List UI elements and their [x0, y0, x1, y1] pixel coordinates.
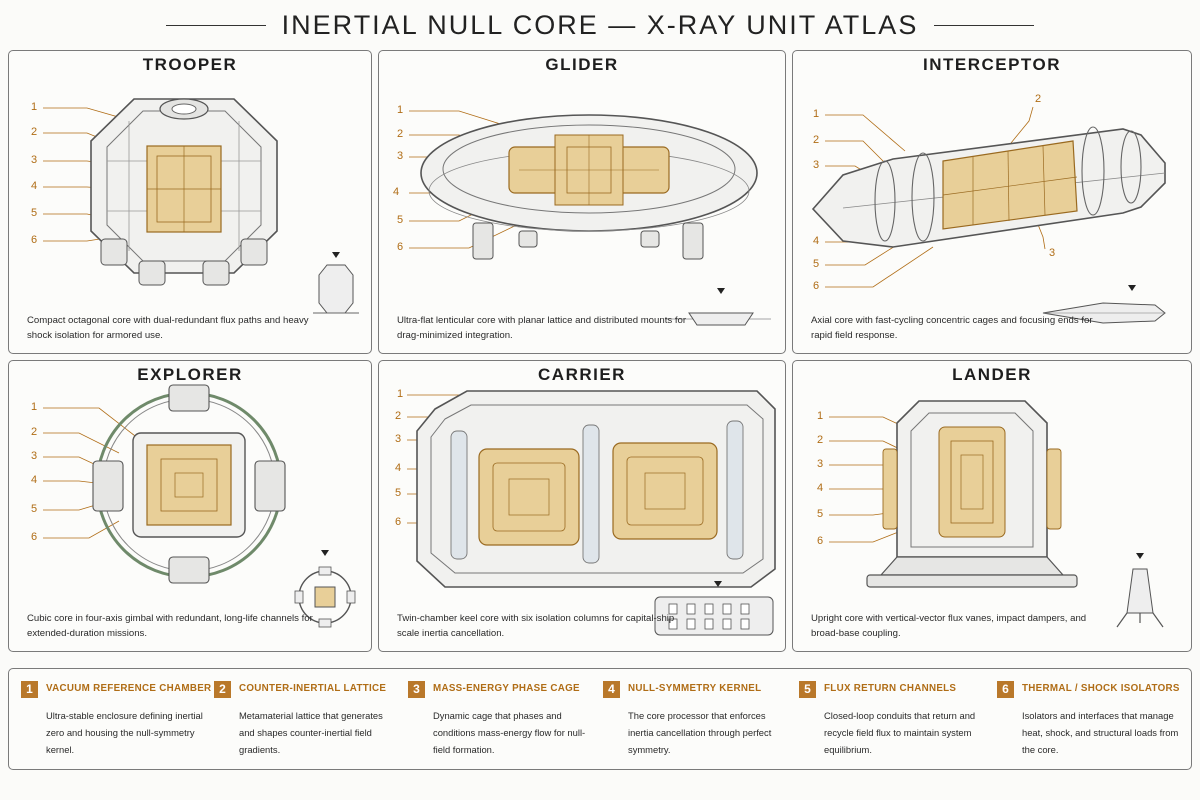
panel-description: Axial core with fast-cycling concentric …: [811, 315, 1093, 341]
callout-6: 6: [395, 516, 402, 528]
legend-number-badge: 4: [603, 681, 620, 698]
title-bar: INERTIAL NULL CORE — X-RAY UNIT ATLAS: [0, 6, 1200, 44]
callout-3-right: 3: [1049, 247, 1056, 259]
legend-title: THERMAL / SHOCK ISOLATORS: [1022, 683, 1180, 694]
callout-2: 2: [817, 434, 824, 446]
callout-1: 1: [817, 410, 824, 422]
legend-number-badge: 3: [408, 681, 425, 698]
panel-description: Compact octagonal core with dual-redunda…: [27, 315, 309, 341]
callout-3: 3: [813, 159, 820, 171]
callout-2: 2: [813, 134, 820, 146]
legend-number-badge: 1: [21, 681, 38, 698]
callout-4: 4: [813, 235, 820, 247]
lander-xray-drawing: [829, 400, 1164, 628]
title-rule-left: [165, 24, 266, 26]
interceptor-xray-drawing: [811, 106, 1166, 324]
callout-5: 5: [817, 508, 824, 520]
callout-2: 2: [31, 426, 38, 438]
callout-5: 5: [397, 214, 404, 226]
legend-title: MASS-ENERGY PHASE CAGE: [433, 683, 580, 694]
panel-carrier: CARRIER 1 2: [378, 360, 786, 652]
callout-3: 3: [31, 450, 38, 462]
panel-description: Ultra-flat lenticular core with planar l…: [397, 315, 687, 341]
callout-4: 4: [31, 474, 38, 486]
panel-lander: LANDER 1 2 3 4 5 6 Upright core with ve: [792, 360, 1192, 652]
panel-title: INTERCEPTOR: [922, 55, 1062, 74]
panel-trooper: TROOPER: [8, 50, 372, 354]
panel-description: Cubic core in four-axis gimbal with redu…: [27, 613, 313, 639]
legend-description: The core processor that enforces inertia…: [628, 710, 772, 755]
callout-2: 2: [395, 410, 402, 422]
callout-5: 5: [395, 487, 402, 499]
glider-xray-drawing: [409, 110, 771, 326]
callout-1: 1: [397, 388, 404, 400]
legend-number-badge: 6: [997, 681, 1014, 698]
legend-title: VACUUM REFERENCE CHAMBER: [46, 683, 212, 694]
callout-4: 4: [393, 186, 400, 198]
callout-1: 1: [397, 104, 404, 116]
legend-description: Closed-loop conduits that return and rec…: [824, 710, 976, 755]
callout-6: 6: [397, 241, 404, 253]
callout-1: 1: [813, 108, 820, 120]
component-legend: 1 VACUUM REFERENCE CHAMBER Ultra-stable …: [8, 668, 1192, 770]
callout-2: 2: [397, 128, 404, 140]
legend-title: COUNTER-INERTIAL LATTICE: [239, 683, 387, 694]
legend-number-badge: 2: [214, 681, 231, 698]
panel-title: CARRIER: [538, 365, 626, 384]
callout-6: 6: [817, 535, 824, 547]
legend-title: NULL-SYMMETRY KERNEL: [628, 683, 762, 694]
callout-6: 6: [31, 531, 38, 543]
callout-4: 4: [817, 482, 824, 494]
callout-3: 3: [395, 433, 402, 445]
title-rule-right: [934, 24, 1035, 26]
legend-description: Metamaterial lattice that generates and …: [239, 710, 383, 755]
callout-5: 5: [31, 207, 38, 219]
explorer-xray-drawing: [43, 384, 356, 628]
legend-title: FLUX RETURN CHANNELS: [824, 683, 957, 694]
legend-description: Isolators and interfaces that manage hea…: [1022, 710, 1179, 755]
callout-2-top: 2: [1035, 93, 1042, 105]
callout-3: 3: [817, 458, 824, 470]
panel-interceptor: INTERCEPTOR: [792, 50, 1192, 354]
legend-description: Ultra-stable enclosure defining inertial…: [46, 710, 203, 755]
legend-number-badge: 5: [799, 681, 816, 698]
callout-6: 6: [813, 280, 820, 292]
callout-1: 1: [31, 401, 38, 413]
panel-title: GLIDER: [545, 55, 619, 74]
callout-5: 5: [813, 258, 820, 270]
callout-6: 6: [31, 234, 38, 246]
callout-3: 3: [397, 150, 404, 162]
panel-title: TROOPER: [142, 55, 238, 74]
callout-1: 1: [31, 101, 38, 113]
legend-description: Dynamic cage that phases and conditions …: [433, 710, 586, 755]
panel-glider: GLIDER 1 2 3 4 5 6: [378, 50, 786, 354]
panel-title: LANDER: [952, 365, 1032, 384]
callout-3: 3: [31, 154, 38, 166]
carrier-xray-drawing: [407, 390, 776, 636]
page-title: INERTIAL NULL CORE — X-RAY UNIT ATLAS: [281, 9, 919, 40]
callout-5: 5: [31, 503, 38, 515]
panel-description: Upright core with vertical-vector flux v…: [811, 613, 1087, 639]
panel-description: Twin-chamber keel core with six isolatio…: [397, 613, 675, 639]
callout-2: 2: [31, 126, 38, 138]
panel-explorer: EXPLORER 1 2 3 4 5: [8, 360, 372, 652]
trooper-xray-drawing: [43, 98, 359, 314]
callout-4: 4: [31, 180, 38, 192]
panel-title: EXPLORER: [137, 365, 243, 384]
callout-4: 4: [395, 462, 402, 474]
